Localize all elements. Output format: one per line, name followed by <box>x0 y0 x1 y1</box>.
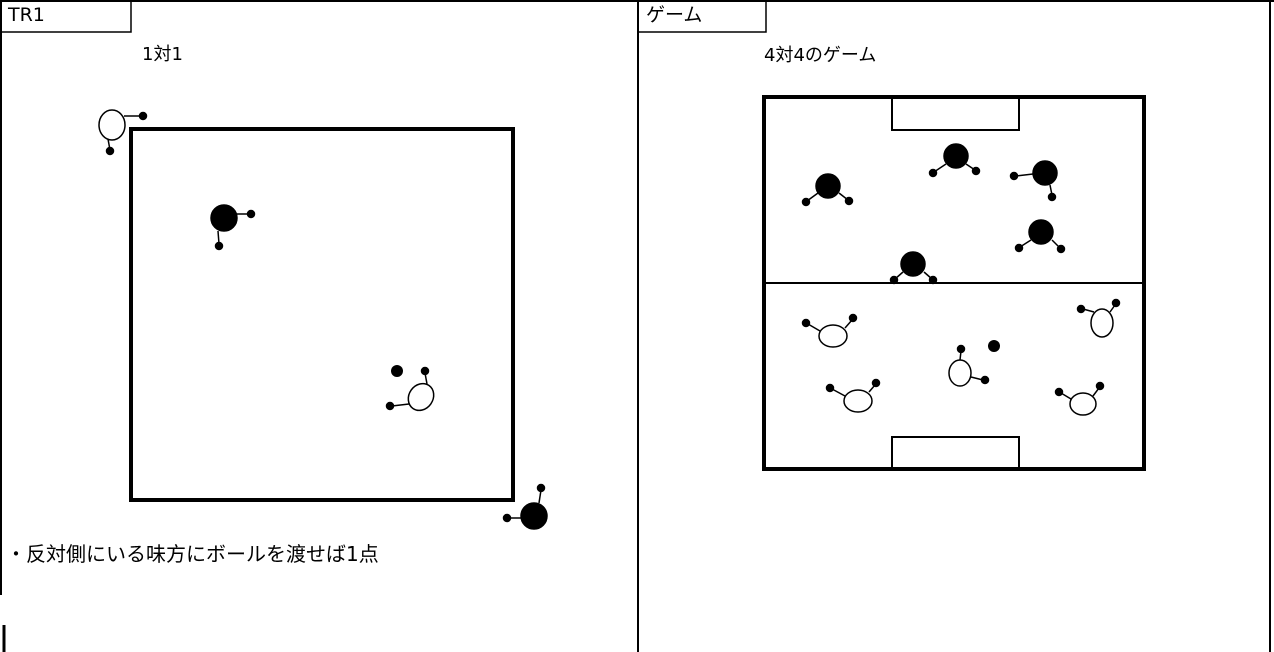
white-player-2 <box>1076 298 1121 338</box>
goal-top <box>891 96 1020 131</box>
white-player-5 <box>1054 381 1105 416</box>
drill-square <box>129 127 515 502</box>
white-player-4 <box>825 378 881 413</box>
goal-bottom <box>891 436 1020 470</box>
rule-note: ・反対側にいる味方にボールを渡せば1点 <box>6 542 379 566</box>
black-player-1 <box>801 173 854 207</box>
white-player-defender <box>385 366 435 412</box>
black-player-3 <box>1009 160 1058 202</box>
ball-game <box>988 340 1000 352</box>
right-subtitle: 4対4のゲーム <box>764 45 877 66</box>
black-player-attacker <box>210 204 256 251</box>
tab-label-tr1: TR1 <box>8 4 45 26</box>
black-player-2 <box>928 143 981 178</box>
ball <box>391 365 403 377</box>
left-subtitle: 1対1 <box>142 44 183 65</box>
white-player-3 <box>948 344 990 387</box>
black-player-4 <box>1014 219 1066 254</box>
black-player-corner-bottom-right <box>502 483 548 530</box>
tab-label-game: ゲーム <box>646 4 703 26</box>
white-player-1 <box>801 313 858 348</box>
tab-box-right <box>639 1 767 33</box>
white-player-corner-top-left <box>98 109 148 156</box>
black-player-5 <box>889 251 938 285</box>
tab-box-left <box>0 1 132 33</box>
